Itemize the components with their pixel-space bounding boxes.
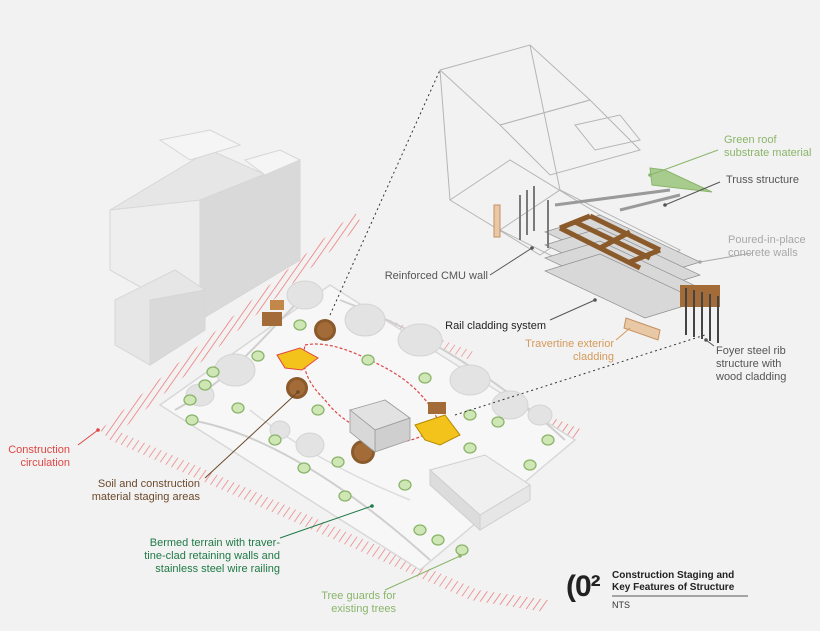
green-roof-element bbox=[649, 167, 713, 193]
foyer-ribs bbox=[680, 285, 720, 343]
wood-truss bbox=[558, 213, 662, 271]
label-cmu: Reinforced CMU wall bbox=[384, 270, 488, 282]
construction-equipment bbox=[262, 300, 461, 446]
label-foyer: Foyer steel rib structure with wood clad… bbox=[716, 345, 787, 383]
label-rail: Rail cladding system bbox=[445, 320, 546, 332]
leader-lines bbox=[77, 149, 753, 591]
structure-on-site bbox=[349, 399, 411, 453]
badge-number: (0² bbox=[566, 570, 601, 603]
label-truss: Truss structure bbox=[726, 174, 799, 186]
label-circulation: Construction circulation bbox=[8, 444, 70, 469]
truss-bars bbox=[554, 188, 681, 212]
existing-building bbox=[109, 129, 302, 366]
label-green-roof: Green roof substrate material bbox=[724, 134, 812, 159]
tree-guards bbox=[183, 319, 555, 556]
travertine-panel-b bbox=[623, 317, 661, 341]
cmu-bars bbox=[519, 186, 549, 248]
badge-title: Construction Staging and Key Features of… bbox=[612, 570, 735, 593]
label-bermed: Bermed terrain with traver- tine-clad re… bbox=[144, 537, 280, 575]
drawing-badge: (0² Construction Staging and Key Feature… bbox=[566, 566, 756, 616]
label-tree-guards: Tree guards for existing trees bbox=[321, 590, 396, 615]
label-concrete: Poured-in-place concrete walls bbox=[728, 234, 806, 259]
zoom-lines bbox=[329, 69, 706, 416]
travertine-panel-a bbox=[493, 204, 501, 238]
exploded-axonometric bbox=[438, 44, 720, 343]
annex-building bbox=[428, 454, 531, 532]
badge-scale: NTS bbox=[612, 600, 630, 610]
label-soil: Soil and construction material staging a… bbox=[91, 478, 200, 503]
staging-piles bbox=[286, 319, 375, 464]
label-travertine: Travertine exterior cladding bbox=[525, 338, 614, 363]
